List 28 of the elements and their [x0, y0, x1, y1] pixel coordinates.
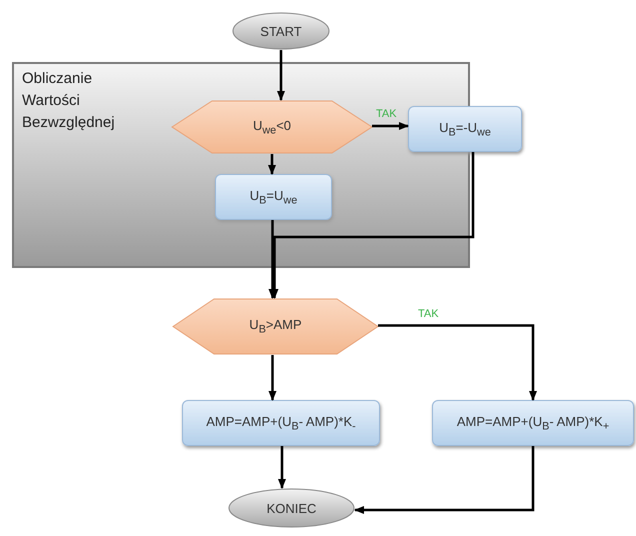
terminal-ellipse [232, 12, 330, 50]
group-title: Obliczanie Wartości Bezwzględnej [22, 69, 116, 133]
arrow [378, 324, 537, 401]
node-label: START [260, 24, 302, 38]
node-label: U$_{B}$>AMP [249, 317, 302, 336]
node-label: AMP=AMP+(U$_{B}$- AMP)*K$_{-}$ [206, 414, 356, 432]
node-label: U$_{we}$<0 [252, 118, 292, 136]
node-label: U$_{B}$=-U$_{we}$ [439, 120, 491, 138]
process-box [408, 106, 522, 152]
process-box [215, 174, 332, 220]
terminal-ellipse [228, 488, 355, 528]
arrow [268, 154, 276, 175]
arrow [268, 220, 276, 299]
arrow [354, 446, 534, 514]
decision-hexagon [172, 100, 372, 154]
decision-hexagon [173, 298, 378, 355]
arrow [372, 122, 409, 130]
arrow [268, 355, 276, 401]
node-label: AMP=AMP+(U$_{B}$- AMP)*K$_{+}$ [456, 414, 610, 432]
arrow [278, 446, 286, 489]
node-label: U$_{B}$=U$_{we}$ [250, 188, 298, 206]
arrow [270, 152, 474, 299]
arrow [277, 50, 285, 101]
process-box [182, 400, 380, 446]
node-label: KONIEC [266, 500, 316, 516]
process-box [432, 400, 634, 446]
edge-label: TAK [376, 108, 397, 120]
edge-label: TAK [418, 308, 439, 320]
